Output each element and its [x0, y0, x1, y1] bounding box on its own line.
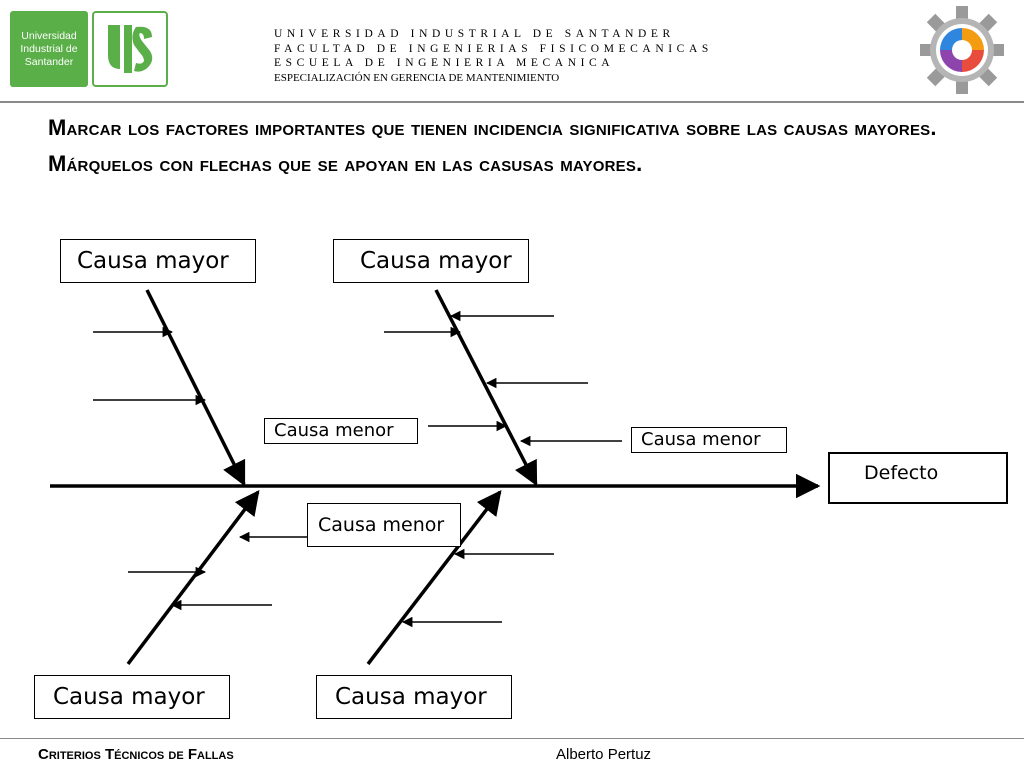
minor-cause-label: Causa menor: [264, 418, 418, 444]
footer-divider: [0, 738, 1024, 739]
school-name: ESCUELA DE INGENIERIA MECANICA: [274, 57, 615, 69]
university-logo-text: Universidad Industrial de Santander: [20, 29, 78, 68]
major-bone-bottom-left: [126, 490, 260, 666]
footer-course: Criterios Técnicos de Fallas: [38, 746, 234, 763]
uis-monogram-icon: [108, 25, 153, 73]
header-institution-block: UNIVERSIDAD INDUSTRIAL DE SANTANDER FACU…: [274, 27, 713, 85]
major-bone-bottom-right: [366, 490, 502, 666]
university-logo: Universidad Industrial de Santander: [10, 11, 88, 87]
slide-title: Marcar los factores importantes que tien…: [48, 115, 937, 176]
effect-box: Defecto: [828, 452, 1008, 504]
effect-label: Defecto: [864, 462, 939, 484]
program-name: ESPECIALIZACIÓN EN GERENCIA DE MANTENIMI…: [274, 71, 560, 84]
major-cause-label: Causa mayor: [333, 239, 529, 283]
minor-cause-label: Causa menor: [631, 427, 787, 453]
major-cause-label: Causa mayor: [34, 675, 230, 719]
major-cause-label: Causa mayor: [316, 675, 512, 719]
major-bone-top-left: [145, 289, 246, 487]
major-bone-top-right: [434, 289, 538, 487]
faculty-name: FACULTAD DE INGENIERIAS FISICOMECANICAS: [274, 42, 713, 55]
gear-logo-icon: [920, 6, 1004, 94]
university-name: UNIVERSIDAD INDUSTRIAL DE SANTANDER: [274, 28, 675, 40]
header-divider: [0, 101, 1024, 103]
uis-monogram-logo: [92, 11, 168, 87]
footer-author: Alberto Pertuz: [556, 746, 652, 763]
major-cause-label: Causa mayor: [60, 239, 256, 283]
minor-cause-label: Causa menor: [307, 503, 461, 547]
